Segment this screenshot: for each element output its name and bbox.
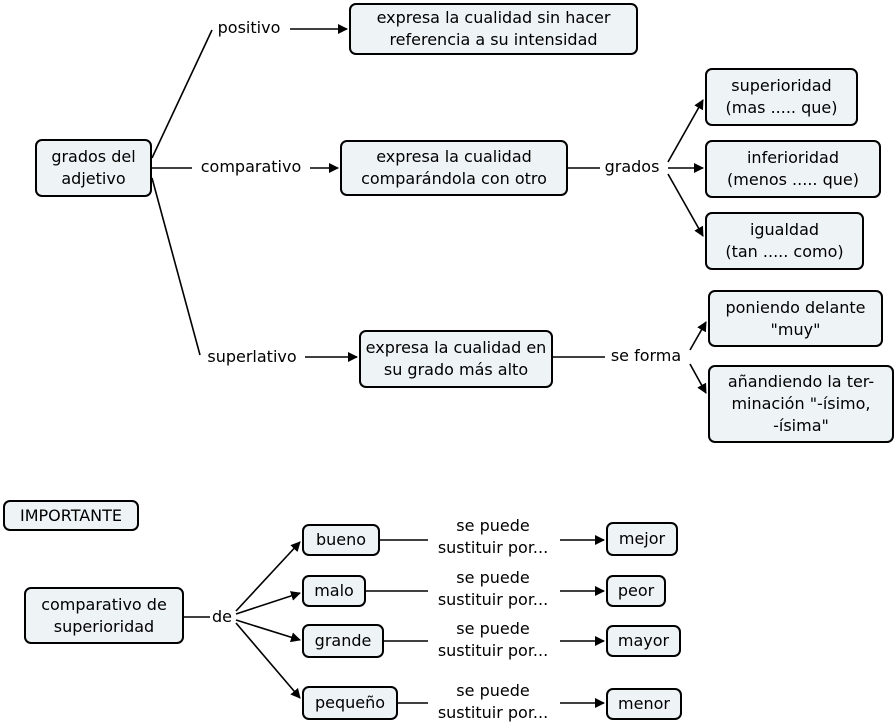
edge-seforma-isimo (689, 363, 707, 394)
node-menor: menor (606, 688, 682, 720)
node-igualdad: igualdad (tan ..... como) (705, 212, 864, 270)
node-comparativo-descripcion: expresa la cualidad comparándola con otr… (340, 140, 568, 196)
edge-de-malo (235, 591, 301, 615)
edge-seforma-muy (689, 321, 707, 351)
link-label-sustituir-malo: se puede sustituir por... (437, 567, 549, 611)
link-label-grados: grados (604, 156, 660, 178)
node-comparativo-de-superioridad: comparativo de superioridad (24, 587, 184, 644)
edge-grados-igualdad (667, 173, 704, 237)
edge-grados-superlativo (151, 177, 201, 356)
node-malo: malo (302, 575, 366, 607)
edge-de-bueno (235, 541, 301, 612)
node-positivo-descripcion: expresa la cualidad sin hacer referencia… (349, 3, 638, 55)
link-label-superlativo: superlativo (207, 346, 297, 368)
node-terminacion-isimo: añandiendo la ter- minación "-ísimo, -ís… (708, 365, 894, 443)
link-label-se-forma: se forma (610, 345, 682, 367)
node-superlativo-descripcion: expresa la cualidad en su grado más alto (359, 330, 553, 388)
node-bueno: bueno (302, 524, 380, 556)
link-label-sustituir-grande: se puede sustituir por... (437, 618, 549, 662)
node-mayor: mayor (606, 625, 681, 657)
edge-grados-superioridad (667, 99, 704, 163)
link-label-comparativo: comparativo (200, 156, 302, 178)
edge-de-pequeno (235, 622, 301, 699)
node-importante: IMPORTANTE (3, 500, 139, 531)
link-label-sustituir-pequeno: se puede sustituir por... (437, 680, 549, 724)
edge-de-grande (235, 619, 301, 643)
node-pequeno: pequeño (302, 686, 398, 720)
node-inferioridad: inferioridad (menos ..... que) (705, 140, 881, 198)
node-grados-del-adjetivo: grados del adjetivo (35, 139, 152, 197)
link-label-positivo: positivo (217, 17, 281, 39)
node-mejor: mejor (606, 522, 678, 556)
node-grande: grande (302, 624, 384, 658)
node-poniendo-muy: poniendo delante "muy" (708, 290, 883, 347)
link-label-de: de (212, 606, 232, 628)
link-label-sustituir-bueno: se puede sustituir por... (437, 515, 549, 559)
node-peor: peor (606, 575, 666, 607)
edge-grados-positivo (151, 29, 213, 159)
node-superioridad: superioridad (mas ..... que) (705, 68, 858, 126)
